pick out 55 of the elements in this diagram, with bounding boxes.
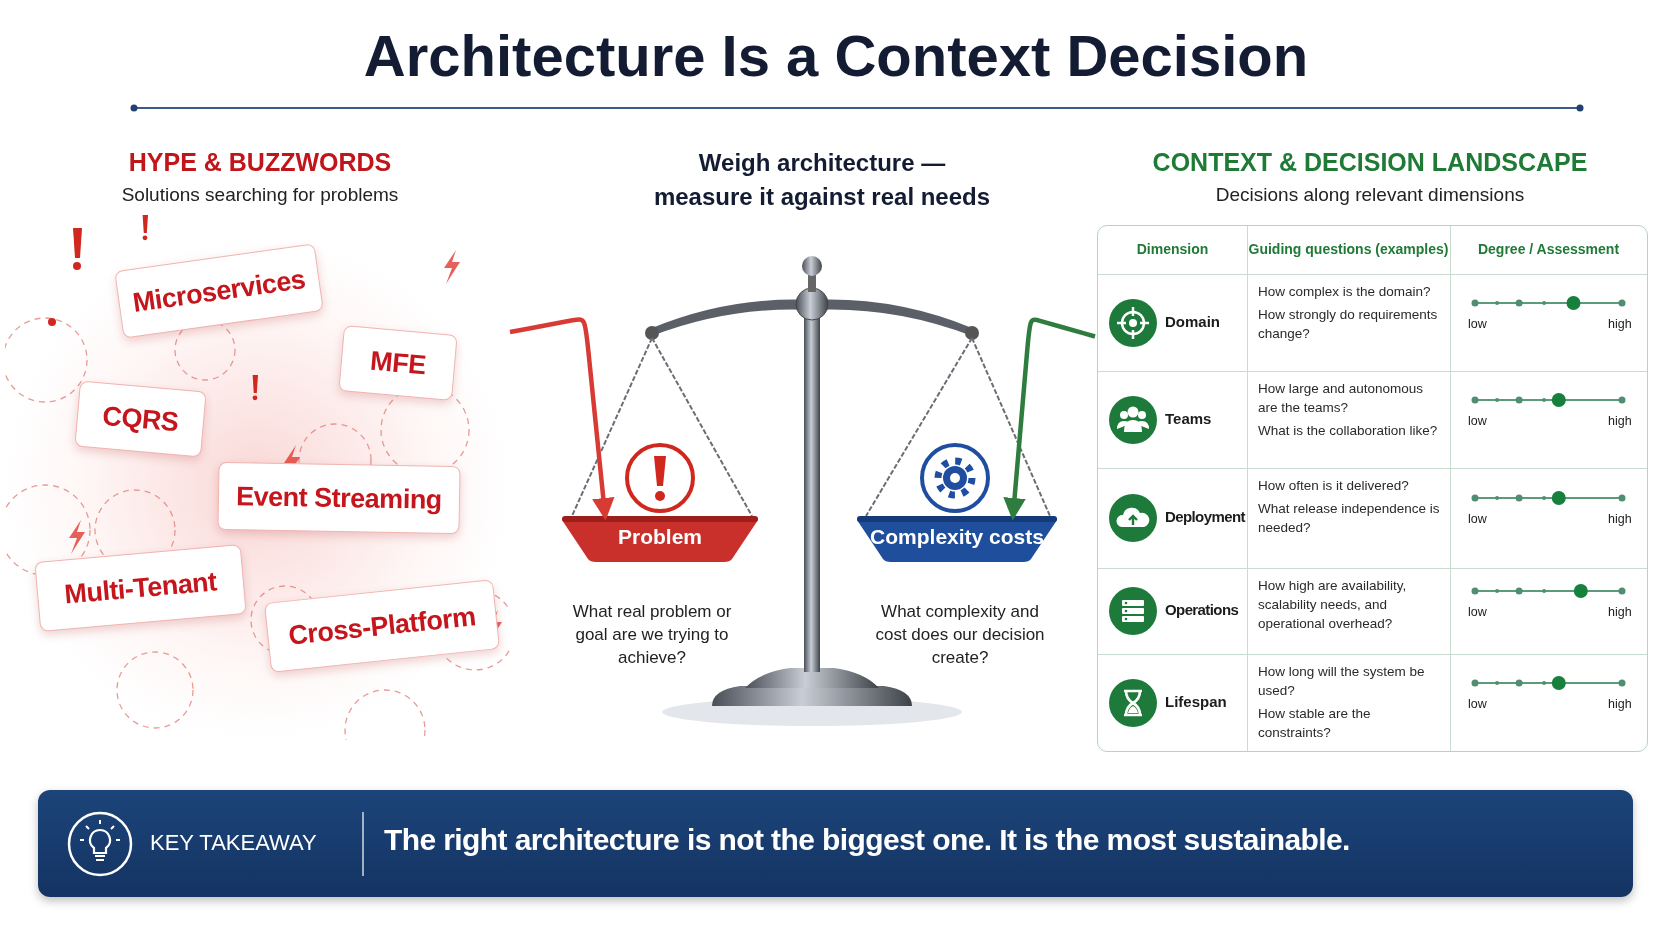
dimension-name: Deployment: [1165, 508, 1245, 525]
column-header: Guiding questions (examples): [1248, 241, 1449, 257]
scale-max-label: high: [1608, 512, 1632, 526]
scale-max-label: high: [1608, 413, 1632, 428]
takeaway-banner: [38, 790, 1633, 897]
scale-min-label: low: [1468, 512, 1487, 526]
scale-max-label: high: [1608, 696, 1632, 711]
buzzword-label: Microservices: [130, 263, 308, 319]
curved-arrow: [1003, 317, 1096, 521]
section-subtitle: Decisions along relevant dimensions: [1215, 184, 1525, 206]
dimension-name: Domain: [1165, 312, 1220, 330]
buzzword-label: CQRS: [101, 400, 180, 438]
guiding-question: How large and autonomous are the teams?: [1258, 380, 1425, 417]
scale-pan: [857, 516, 1057, 562]
scale-min-label: low: [1468, 696, 1487, 711]
guiding-question: What is the collaboration like?: [1258, 422, 1439, 440]
buzzword-card: [217, 461, 461, 535]
buzzword-card: [34, 544, 247, 632]
guiding-question: What complexity and cost does our decision create?: [874, 601, 1046, 669]
guiding-question: What real problem or goal are we trying to achieve?: [571, 601, 733, 669]
buzzword-card: [74, 380, 207, 458]
guiding-question: What release independence is needed?: [1258, 500, 1441, 537]
center-heading: Weigh architecture — measure it against real needs: [652, 148, 992, 212]
buzzword-label: Multi-Tenant: [63, 565, 218, 611]
guiding-question: How high are availability, scalability needs, and operational overhead?: [1258, 577, 1408, 633]
scale-min-label: low: [1468, 413, 1487, 428]
pan-label: Complexity costs: [870, 525, 1044, 549]
buzzword-label: MFE: [369, 345, 427, 381]
section-heading: CONTEXT & DECISION LANDSCAPE: [1152, 148, 1588, 177]
dimension-name: Operations: [1165, 601, 1239, 618]
guiding-question: How long will the system be used?: [1258, 663, 1426, 700]
pan-label: Problem: [618, 525, 702, 549]
column-header: Degree / Assessment: [1477, 241, 1620, 257]
dimension-name: Lifespan: [1165, 692, 1227, 710]
buzzword-label: Event Streaming: [235, 480, 443, 516]
buzzword-card: [263, 579, 501, 673]
buzzword-card: [338, 325, 458, 401]
curved-arrow: [509, 317, 615, 521]
guiding-question: How often is it delivered?: [1258, 477, 1410, 495]
guiding-question: How stable are the constraints?: [1258, 705, 1372, 742]
takeaway-statement: The right architecture is not the biggest one. It is the most sustainable.: [384, 823, 1350, 857]
guiding-question: How strongly do requirements change?: [1258, 306, 1439, 343]
scale-min-label: low: [1468, 605, 1487, 619]
scale-max-label: high: [1608, 605, 1632, 619]
takeaway-kicker: KEY TAKEAWAY: [150, 830, 317, 856]
column-header: Dimension: [1136, 241, 1209, 257]
buzzword-label: Cross-Platform: [286, 600, 478, 652]
section-subtitle: Solutions searching for problems: [121, 184, 399, 206]
dimension-name: Teams: [1165, 409, 1212, 427]
guiding-question: How complex is the domain?: [1258, 283, 1432, 301]
title: Architecture Is a Context Decision: [363, 22, 1309, 89]
section-heading: HYPE & BUZZWORDS: [128, 148, 392, 177]
scale-pan: [562, 516, 758, 562]
scale-min-label: low: [1468, 316, 1487, 331]
scale-max-label: high: [1608, 316, 1632, 331]
